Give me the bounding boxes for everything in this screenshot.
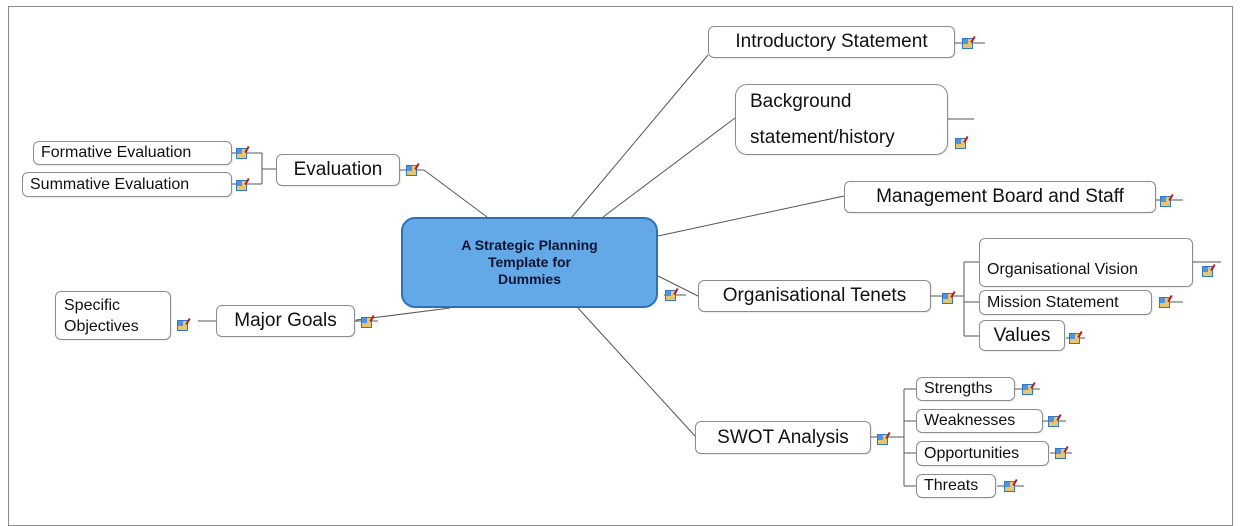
note-icon[interactable] bbox=[962, 38, 973, 49]
note-icon[interactable] bbox=[236, 180, 247, 191]
note-icon[interactable] bbox=[361, 317, 372, 328]
note-icon[interactable] bbox=[1202, 266, 1213, 277]
topic-label: Introductory Statement bbox=[735, 31, 928, 52]
topic-label-line-1: Specific bbox=[64, 296, 121, 314]
topic-major-goals[interactable]: Major Goals bbox=[216, 305, 355, 337]
topic-label: Threats bbox=[924, 477, 979, 494]
topic-label-line-1: Background bbox=[750, 90, 852, 112]
connector-introductory bbox=[571, 54, 709, 218]
note-icon[interactable] bbox=[665, 290, 676, 301]
note-icon[interactable] bbox=[1048, 416, 1059, 427]
topic-label: Opportunities bbox=[924, 444, 1020, 462]
note-icon[interactable] bbox=[236, 148, 247, 159]
topic-values[interactable]: Values bbox=[979, 320, 1065, 351]
connector-swot bbox=[577, 307, 696, 437]
connector-evaluation-bracket bbox=[250, 152, 276, 185]
note-icon[interactable] bbox=[942, 293, 953, 304]
note-icon[interactable] bbox=[1160, 196, 1171, 207]
topic-opportunities[interactable]: Opportunities bbox=[916, 441, 1049, 466]
topic-evaluation[interactable]: Evaluation bbox=[276, 154, 400, 186]
note-icon[interactable] bbox=[406, 165, 417, 176]
topic-organisational-tenets[interactable]: Organisational Tenets bbox=[698, 280, 931, 312]
central-topic-line-2: Template for bbox=[488, 254, 571, 270]
topic-label-line-2: Objectives bbox=[64, 317, 139, 335]
topic-weaknesses[interactable]: Weaknesses bbox=[916, 409, 1043, 433]
topic-introductory-statement[interactable]: Introductory Statement bbox=[708, 26, 955, 58]
topic-label: Major Goals bbox=[234, 310, 337, 331]
topic-label: Management Board and Staff bbox=[876, 186, 1124, 207]
topic-background-statement[interactable]: Background statement/history bbox=[735, 84, 948, 155]
connector-tenets bbox=[657, 275, 699, 297]
connector-management bbox=[657, 195, 845, 237]
topic-label: Formative Evaluation bbox=[41, 144, 192, 161]
note-icon[interactable] bbox=[1159, 297, 1170, 308]
central-topic[interactable]: A Strategic Planning Template for Dummie… bbox=[401, 217, 658, 308]
topic-label: Mission Statement bbox=[987, 293, 1119, 311]
note-icon[interactable] bbox=[1069, 333, 1080, 344]
topic-mission-statement[interactable]: Mission Statement bbox=[979, 290, 1152, 315]
topic-label: Values bbox=[993, 324, 1051, 346]
topic-label: Weaknesses bbox=[924, 412, 1016, 429]
topic-label: Organisational Tenets bbox=[722, 285, 907, 306]
connector-tenets-bracket bbox=[950, 261, 979, 337]
topic-specific-objectives[interactable]: Specific Objectives bbox=[55, 291, 171, 340]
topic-threats[interactable]: Threats bbox=[916, 474, 996, 498]
mind-map-canvas: A Strategic Planning Template for Dummie… bbox=[0, 0, 1241, 505]
topic-swot-analysis[interactable]: SWOT Analysis bbox=[695, 421, 871, 454]
central-topic-line-3: Dummies bbox=[497, 271, 562, 287]
topic-label: Evaluation bbox=[293, 159, 383, 180]
note-icon[interactable] bbox=[1022, 384, 1033, 395]
connector-background bbox=[602, 117, 736, 218]
topic-label: SWOT Analysis bbox=[717, 426, 849, 448]
topic-formative-evaluation[interactable]: Formative Evaluation bbox=[33, 141, 232, 165]
topic-organisational-vision[interactable]: Organisational Vision bbox=[979, 238, 1193, 287]
note-icon[interactable] bbox=[955, 138, 966, 149]
note-icon[interactable] bbox=[177, 320, 188, 331]
topic-strengths[interactable]: Strengths bbox=[916, 377, 1015, 401]
topic-label: Organisational Vision bbox=[987, 260, 1138, 278]
topic-label: Strengths bbox=[924, 380, 993, 397]
topic-label: Summative Evaluation bbox=[30, 175, 190, 193]
note-icon[interactable] bbox=[1055, 448, 1066, 459]
topic-summative-evaluation[interactable]: Summative Evaluation bbox=[22, 172, 232, 197]
central-topic-line-1: A Strategic Planning bbox=[461, 237, 598, 253]
topic-management-board[interactable]: Management Board and Staff bbox=[844, 181, 1156, 213]
connector-evaluation bbox=[423, 169, 488, 218]
note-icon[interactable] bbox=[1004, 481, 1015, 492]
note-icon[interactable] bbox=[877, 434, 888, 445]
connector-swot-bracket bbox=[890, 388, 916, 487]
topic-label-line-2: statement/history bbox=[750, 126, 895, 148]
